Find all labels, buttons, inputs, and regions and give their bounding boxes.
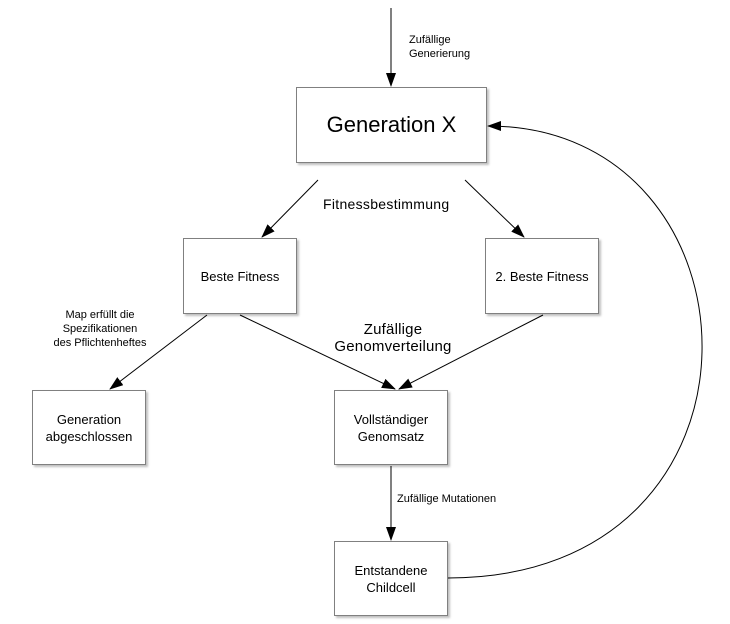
arrow-zweite-to-genomsatz xyxy=(398,314,544,390)
label-zufaellige-genomverteilung: Zufällige Genomverteilung xyxy=(334,321,452,355)
node-entstandene-childcell: Entstandene Childcell xyxy=(334,541,448,616)
arrow-childcell-loop-back xyxy=(447,121,703,579)
arrow-to-zweite-beste-fitness xyxy=(464,179,525,238)
node-generation-abgeschlossen: Generation abgeschlossen xyxy=(32,390,146,465)
arrow-to-beste-fitness xyxy=(261,179,319,238)
label-fitnessbestimmung: Fitnessbestimmung xyxy=(323,196,450,212)
arrow-to-generation-abgeschlossen xyxy=(109,314,208,390)
arrow-beste-to-genomsatz xyxy=(239,314,396,390)
node-vollstaendiger-genomsatz: Vollständiger Genomsatz xyxy=(334,390,448,465)
label-zufaellige-mutationen: Zufällige Mutationen xyxy=(397,493,497,505)
node-generation-x: Generation X xyxy=(296,87,487,163)
label-map-erfuellt: Map erfüllt die Spezifikationen des Pfli… xyxy=(53,309,147,349)
node-zweite-beste-fitness: 2. Beste Fitness xyxy=(485,238,599,314)
label-zufaellige-generierung: Zufällige Generierung xyxy=(409,34,471,60)
node-beste-fitness: Beste Fitness xyxy=(183,238,297,314)
